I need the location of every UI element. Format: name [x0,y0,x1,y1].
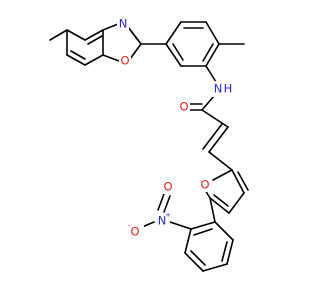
bond-np-6b [193,228,213,236]
bond-np-4b [190,250,206,266]
bond-np-3 [202,263,228,272]
atom-furan-o: O [200,178,209,192]
bond-vinyl-1 [208,126,229,153]
atom-nitro-o-double: O [163,180,172,194]
atom-benzoxazole-n: N [119,17,128,31]
bond-furan-aryl [209,197,216,223]
bond-fur-3 [209,197,230,214]
bond-bzx-2b [87,35,103,45]
bond-fur-3b [213,194,229,207]
bond-np-5 [184,228,192,254]
bond-co-vinyl [201,109,229,128]
bond-tol-6 [165,43,182,67]
bond-bzx-1 [66,29,86,41]
bond-np-6 [190,221,216,230]
bond-no2-odouble-1 [163,195,171,213]
molecule-structure: N O N H O O N + O - O [49,17,249,272]
atom-amide-h: H [224,82,233,96]
atom-nitro-o-minus-charge: - [128,222,131,230]
bond-np-2b [221,241,228,262]
bond-ox-3 [129,43,142,60]
bond-fur-1 [231,169,245,194]
bond-vinyl-furan [208,151,233,171]
bond-bzx-5 [66,54,86,66]
bond-fur-5 [212,169,233,181]
bond-tol-1 [165,21,182,45]
bond-tol-4b [202,43,214,62]
bond-methyl-left [49,29,68,41]
atom-carbonyl-o: O [179,100,188,114]
atom-labels: N O N H O O N + O - O [117,17,233,240]
bond-bzx-5b [70,50,86,60]
bond-fur-2 [228,192,245,214]
atom-nitro-n: N [158,214,167,228]
bond-bzx-2 [84,29,104,41]
bond-np-2 [226,239,234,265]
bond-nh-co [201,95,215,111]
bond-no2-odouble-2 [157,193,165,211]
atom-nitro-n-charge: + [165,211,171,219]
bond-tol-3 [205,21,220,45]
atom-amide-n: N [214,82,223,96]
bond-ring-no2 [169,221,192,230]
bond-tol-4 [205,43,220,67]
bond-bzx-4 [84,54,104,66]
atom-nitro-o-minus: O [130,225,139,239]
bond-np-1 [214,221,234,241]
bond-vinyl-2 [202,123,223,150]
atom-benzoxazole-o: O [120,54,129,68]
bond-ox-4 [102,54,120,62]
bond-tol-6b [172,43,184,61]
bond-fur-1b [237,171,249,191]
bonds [49,21,249,272]
bond-ox-2b [130,30,139,41]
bond-ox-1 [102,23,119,31]
bond-np-4 [184,252,204,272]
